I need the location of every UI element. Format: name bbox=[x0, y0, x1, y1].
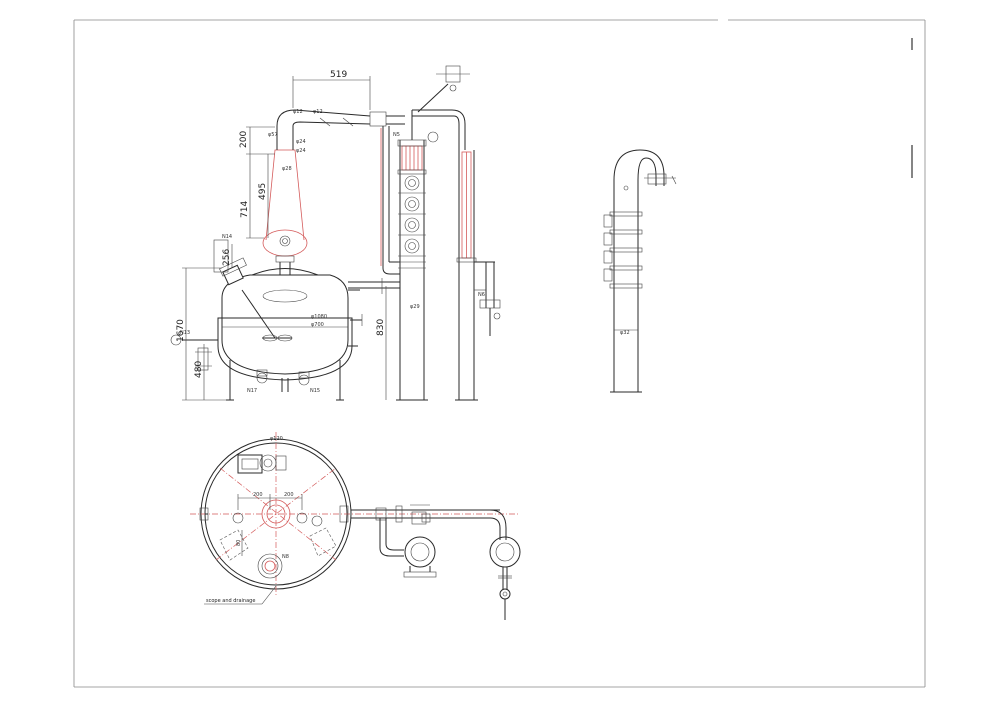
dim-boiler-height: 1670 bbox=[176, 319, 186, 342]
label-pd2: φ700 bbox=[311, 322, 324, 328]
label-n6: N6 bbox=[478, 292, 485, 298]
dim-plan-left: 200 bbox=[253, 492, 263, 498]
dim-plan-offset: 80 bbox=[236, 540, 242, 546]
plan-view bbox=[190, 432, 521, 620]
dim-motor-height: 256 bbox=[222, 249, 232, 266]
dim-neck-height: 200 bbox=[239, 131, 249, 148]
label-n5: N5 bbox=[393, 132, 400, 138]
label-pdia: φ1080 bbox=[311, 314, 327, 320]
dim-tower-height: 830 bbox=[376, 319, 386, 336]
label-p28: φ28 bbox=[282, 166, 292, 172]
label-p29: φ29 bbox=[410, 304, 420, 310]
label-pplan: φ120 bbox=[270, 436, 283, 442]
column-elevation bbox=[348, 65, 501, 401]
label-p57: φ57 bbox=[268, 132, 278, 138]
label-n15: N15 bbox=[310, 388, 320, 394]
plan-note: scope and drainage bbox=[206, 598, 255, 604]
label-p24b: φ24 bbox=[296, 148, 306, 154]
label-n8: N8 bbox=[282, 554, 289, 560]
column-side-view bbox=[603, 149, 677, 393]
pot-still-elevation bbox=[170, 76, 405, 401]
label-n13: N13 bbox=[180, 330, 190, 336]
label-p12b: φ12 bbox=[313, 109, 323, 115]
label-p32: φ32 bbox=[620, 330, 630, 336]
label-n17: N17 bbox=[247, 388, 257, 394]
dim-plan-right: 200 bbox=[284, 492, 294, 498]
label-p24a: φ24 bbox=[296, 139, 306, 145]
dimension-texts: 519 200 714 495 256 1670 480 830 200 200… bbox=[176, 70, 630, 604]
label-n14: N14 bbox=[222, 234, 232, 240]
dim-column-height: 714 bbox=[240, 201, 250, 218]
label-p12a: φ12 bbox=[293, 109, 303, 115]
dim-top-width: 519 bbox=[330, 70, 347, 80]
drawing-frame bbox=[73, 19, 926, 688]
dim-leg-height: 480 bbox=[194, 361, 204, 378]
dim-column-inner: 495 bbox=[258, 183, 268, 200]
